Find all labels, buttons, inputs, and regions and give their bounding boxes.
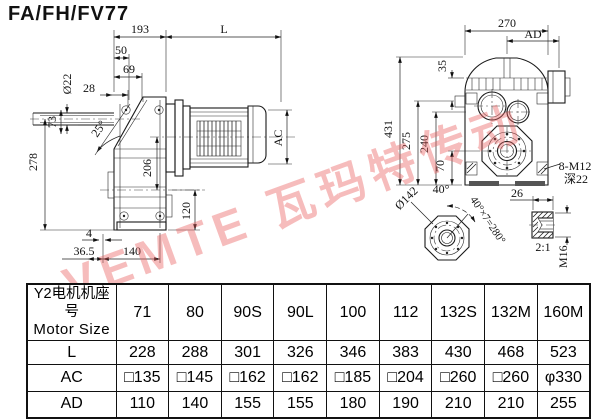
col-header: 90L <box>273 283 328 341</box>
dim-M16: M16 <box>556 245 570 268</box>
cooling-ribs <box>471 78 543 90</box>
cell: 523 <box>536 340 591 365</box>
col-header: 100 <box>326 283 380 341</box>
cell: 140 <box>168 391 222 418</box>
cell: 110 <box>115 391 170 418</box>
dim-26: 26 <box>511 186 523 200</box>
flange-detail: Ø142 40° 40°×7=280° <box>392 182 508 261</box>
dim-431: 431 <box>381 120 395 138</box>
detail-scale-label: 2:1 <box>535 240 550 254</box>
dim-275: 275 <box>399 132 413 150</box>
cell: □135 <box>115 364 170 392</box>
row-label: L <box>26 340 117 365</box>
side-view-dimensions: 193 L 50 69 28 Ø22 73 <box>26 22 292 263</box>
dim-193: 193 <box>131 22 149 36</box>
motor <box>165 99 267 177</box>
table-row-L: L 228 288 301 326 346 383 430 468 523 <box>26 340 591 365</box>
page-title: FA/FH/FV77 <box>8 3 130 25</box>
motor-size-header-en: Motor Size <box>33 321 111 339</box>
dim-dia22: Ø22 <box>60 74 74 95</box>
shaft-end-detail: 26 2:1 M16 <box>510 186 571 268</box>
motor-size-header: Y2电机机座号 Motor Size <box>26 283 117 341</box>
cell: □145 <box>168 364 222 392</box>
technical-drawing: 193 L 50 69 28 Ø22 73 <box>26 16 591 268</box>
cell: □162 <box>220 364 275 392</box>
front-view-dimensions: 270 AD 431 275 240 35 <box>381 16 591 186</box>
dim-50: 50 <box>115 43 127 57</box>
col-header: 80 <box>168 283 222 341</box>
row-label: AD <box>26 391 117 418</box>
dim-206: 206 <box>140 159 154 177</box>
cell: 288 <box>168 340 222 365</box>
col-header: 132S <box>431 283 486 341</box>
col-header: 160M <box>536 283 591 341</box>
col-header: 71 <box>115 283 170 341</box>
dim-69: 69 <box>123 62 135 76</box>
cell: 468 <box>484 340 538 365</box>
cell: 383 <box>378 340 433 365</box>
dim-dia142: Ø142 <box>392 184 421 213</box>
cell: 326 <box>273 340 328 365</box>
table-row-AD: AD 110 140 155 155 180 190 210 210 255 <box>26 391 591 418</box>
cell: 155 <box>220 391 275 418</box>
dim-278: 278 <box>26 153 40 171</box>
dimension-table: Y2电机机座号 Motor Size 71 80 90S 90L 100 112… <box>26 283 591 419</box>
dim-AC: AC <box>271 130 285 147</box>
cell: 255 <box>536 391 591 418</box>
cell: 210 <box>431 391 486 418</box>
cell: 210 <box>484 391 538 418</box>
col-header: 132M <box>484 283 538 341</box>
dim-28: 28 <box>83 81 95 95</box>
dim-25deg: 25° <box>88 118 109 140</box>
cell: 228 <box>115 340 170 365</box>
cell: □260 <box>431 364 486 392</box>
dim-depth-22: 深22 <box>564 172 588 186</box>
front-view: 270 AD 431 275 240 35 <box>381 16 591 186</box>
cell: φ330 <box>536 364 591 392</box>
side-view: 193 L 50 69 28 Ø22 73 <box>26 22 296 263</box>
dim-36-5: 36.5 <box>74 244 95 258</box>
cell: 301 <box>220 340 275 365</box>
dim-40x7-280: 40°×7=280° <box>467 194 507 246</box>
cell: 346 <box>326 340 380 365</box>
cell: □260 <box>484 364 538 392</box>
dim-40deg: 40° <box>433 182 450 196</box>
cell: 190 <box>378 391 433 418</box>
dim-73: 73 <box>45 116 59 128</box>
motor-size-header-cn: Y2电机机座号 <box>33 286 110 321</box>
output-flange <box>481 125 533 177</box>
col-header: 90S <box>220 283 275 341</box>
cell: 430 <box>431 340 486 365</box>
dim-70: 70 <box>433 160 447 172</box>
dim-L: L <box>220 22 227 36</box>
dim-270: 270 <box>498 16 516 30</box>
table-header-row: Y2电机机座号 Motor Size 71 80 90S 90L 100 112… <box>26 283 591 341</box>
cell: 180 <box>326 391 380 418</box>
dim-35: 35 <box>435 60 449 72</box>
cell: □162 <box>273 364 328 392</box>
dim-120: 120 <box>179 202 193 220</box>
row-label: AC <box>26 364 117 392</box>
dim-240: 240 <box>417 135 431 153</box>
cell: □185 <box>326 364 380 392</box>
dim-AD: AD <box>524 27 542 41</box>
dim-4: 4 <box>86 226 92 240</box>
cell: 155 <box>273 391 328 418</box>
cell: □204 <box>378 364 433 392</box>
table-row-AC: AC □135 □145 □162 □162 □185 □204 □260 □2… <box>26 364 591 392</box>
dim-140: 140 <box>123 244 141 258</box>
col-header: 112 <box>378 283 433 341</box>
dim-8-M12: 8-M12 <box>559 159 592 173</box>
